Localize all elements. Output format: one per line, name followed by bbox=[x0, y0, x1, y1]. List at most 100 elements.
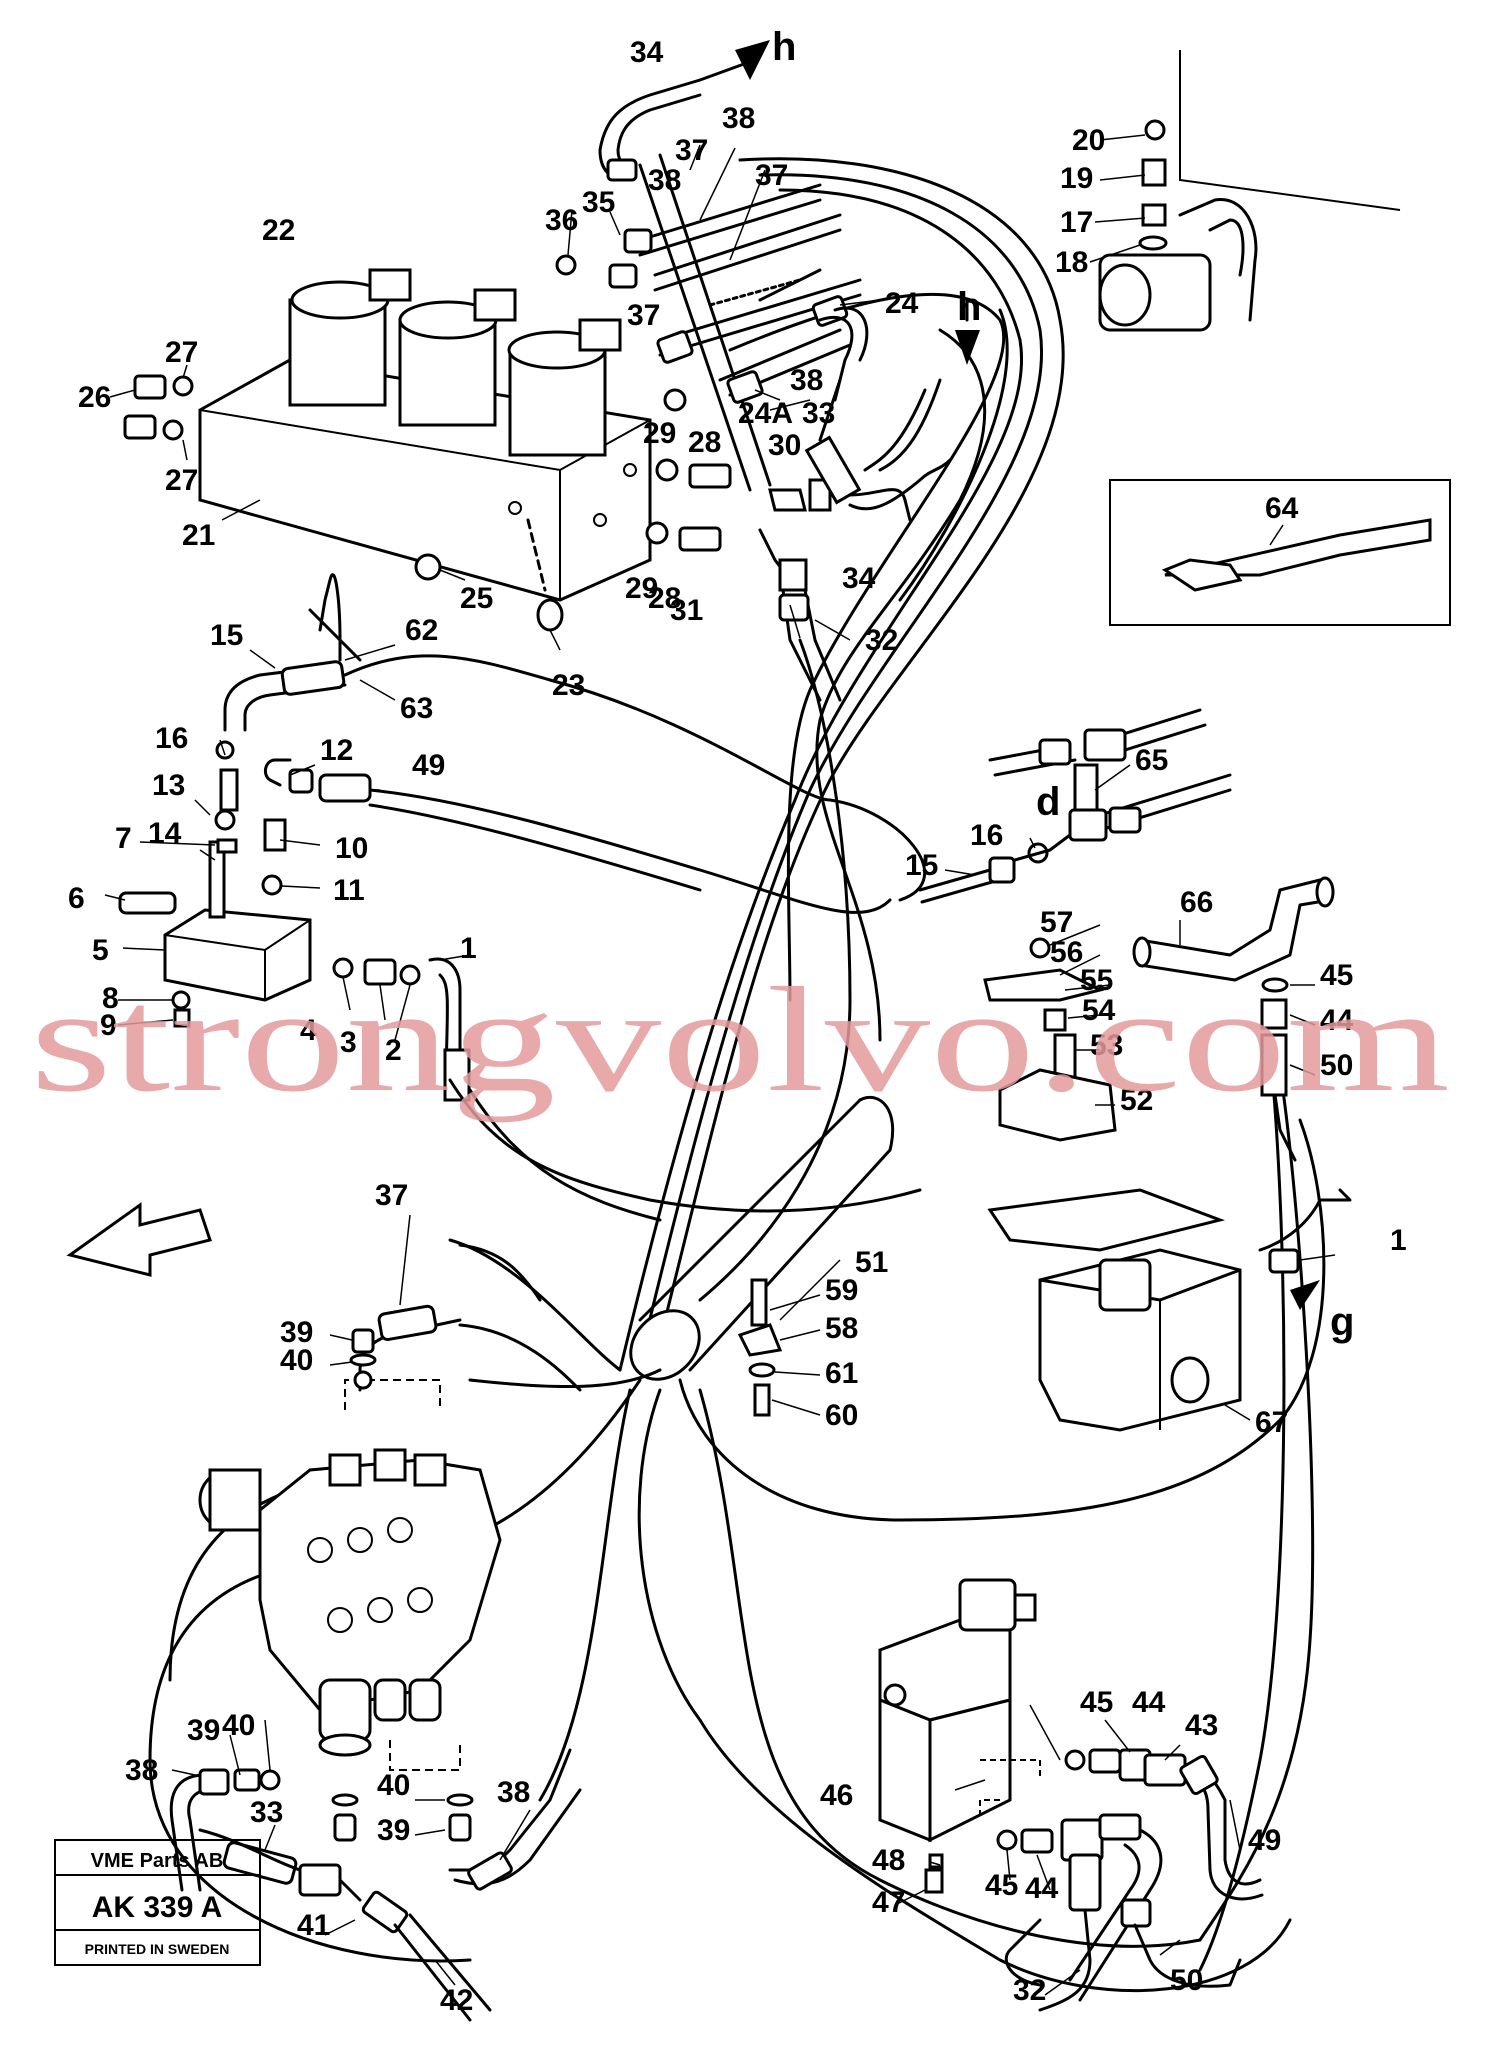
part-callout: 8 bbox=[102, 982, 119, 1015]
part-callout: 28 bbox=[688, 426, 721, 459]
part-callout: 46 bbox=[820, 1779, 853, 1812]
part-callout: 16 bbox=[970, 819, 1003, 852]
part-callout: 29 bbox=[625, 572, 658, 605]
part-callout: 37 bbox=[755, 159, 788, 192]
part-callout: 21 bbox=[182, 519, 215, 552]
part-callout: 34 bbox=[842, 562, 876, 595]
part-callout: 24 bbox=[885, 287, 919, 320]
part-callout: 12 bbox=[320, 734, 353, 767]
solenoid-valve-46 bbox=[878, 1578, 1041, 1894]
part-callout: 30 bbox=[768, 429, 801, 462]
inset-box-64 bbox=[1109, 479, 1451, 626]
part-callout: 49 bbox=[1248, 1824, 1281, 1857]
part-callout: 35 bbox=[582, 186, 615, 219]
part-callout: 27 bbox=[165, 336, 198, 369]
part-callout: 13 bbox=[152, 769, 185, 802]
view-markers: h h d g bbox=[772, 25, 1354, 1344]
part-callout: 53 bbox=[1090, 1029, 1123, 1062]
hoses-12-15-49 bbox=[223, 573, 926, 914]
part-callout: 15 bbox=[905, 849, 938, 882]
part-callout: 1 bbox=[1390, 1224, 1407, 1257]
part-callout: 55 bbox=[1080, 964, 1113, 997]
part-callout: 37 bbox=[375, 1179, 408, 1212]
part-callout: 44 bbox=[1132, 1686, 1166, 1719]
part-callout: 65 bbox=[1135, 744, 1168, 777]
part-callout: 51 bbox=[855, 1246, 888, 1279]
part-callout: 4 bbox=[300, 1014, 317, 1047]
part-callout: 50 bbox=[1320, 1049, 1353, 1082]
control-valve bbox=[198, 1379, 502, 1771]
part-callout: 18 bbox=[1055, 246, 1088, 279]
part-callout: 56 bbox=[1050, 936, 1083, 969]
part-callout: 39 bbox=[280, 1316, 313, 1349]
stamp-company: VME Parts AB bbox=[91, 1850, 224, 1872]
block-5 bbox=[118, 740, 922, 1222]
part-callout: 1 bbox=[460, 932, 477, 965]
part-callout: 43 bbox=[1185, 1709, 1218, 1742]
part-callout: 19 bbox=[1060, 162, 1093, 195]
part-callout: 66 bbox=[1180, 886, 1213, 919]
view-marker-d: d bbox=[1036, 780, 1060, 824]
part-callout: 38 bbox=[497, 1776, 530, 1809]
part-callout: 54 bbox=[1082, 994, 1116, 1027]
part-callout: 15 bbox=[210, 619, 243, 652]
hose-bundle bbox=[618, 157, 1065, 1372]
part-callout: 17 bbox=[1060, 206, 1093, 239]
stamp-printed: PRINTED IN SWEDEN bbox=[85, 1941, 230, 1957]
part-callout: 64 bbox=[1265, 492, 1299, 525]
part-callout: 29 bbox=[643, 417, 676, 450]
pipe-51 bbox=[629, 1096, 895, 1381]
view-marker-h: h bbox=[957, 285, 981, 329]
part-callout: 41 bbox=[297, 1909, 330, 1942]
part-callout: 3 bbox=[340, 1026, 357, 1059]
part-callout: 47 bbox=[872, 1886, 905, 1919]
part-callout: 39 bbox=[377, 1814, 410, 1847]
part-callout: 5 bbox=[92, 934, 109, 967]
view-arrows bbox=[66, 40, 1320, 1310]
solenoid-valves-22 bbox=[288, 268, 622, 457]
part-callout: 49 bbox=[412, 749, 445, 782]
part-callout: 7 bbox=[115, 822, 132, 855]
part-callout: 45 bbox=[1080, 1686, 1113, 1719]
tube-66 bbox=[1132, 876, 1335, 1162]
hoses-34-37-38 bbox=[555, 78, 869, 492]
part-callout: 44 bbox=[1320, 1004, 1354, 1037]
part-callout: 38 bbox=[648, 164, 681, 197]
part-callout: 6 bbox=[68, 882, 85, 915]
part-callout: 52 bbox=[1120, 1084, 1153, 1117]
part-callout: 25 bbox=[460, 582, 493, 615]
part-callout: 60 bbox=[825, 1399, 858, 1432]
part-callout: 37 bbox=[627, 299, 660, 332]
part-callout: 10 bbox=[335, 832, 368, 865]
part-callout: 34 bbox=[630, 36, 664, 69]
part-callout: 58 bbox=[825, 1312, 858, 1345]
fittings-43-50 bbox=[996, 1748, 1264, 2012]
part-callout: 42 bbox=[440, 1984, 473, 2017]
part-callout: 59 bbox=[825, 1274, 858, 1307]
part-callout: 16 bbox=[155, 722, 188, 755]
fittings-28-34 bbox=[645, 378, 952, 702]
part-callout: 45 bbox=[985, 1869, 1018, 1902]
stamp-code: AK 339 A bbox=[92, 1891, 223, 1924]
view-marker-g: g bbox=[1330, 1300, 1354, 1344]
part-callout: 20 bbox=[1072, 124, 1105, 157]
lower-hoses bbox=[148, 1048, 1326, 1993]
part-callout: 26 bbox=[78, 381, 111, 414]
part-callout: 23 bbox=[552, 669, 585, 702]
part-callout: 38 bbox=[722, 102, 755, 135]
watermark: strongvolvo.com bbox=[30, 957, 1450, 1123]
part-callout: 57 bbox=[1040, 906, 1073, 939]
pedal-valve-67 bbox=[987, 1188, 1352, 1432]
fittings-26-27 bbox=[123, 374, 194, 441]
part-callout: 40 bbox=[280, 1344, 313, 1377]
part-callout: 61 bbox=[825, 1357, 858, 1390]
part-callout: 44 bbox=[1025, 1872, 1059, 1905]
part-callout: 36 bbox=[545, 204, 578, 237]
view-marker-h: h bbox=[772, 25, 796, 69]
part-callout: 24A bbox=[738, 397, 793, 430]
part-callout: 32 bbox=[1013, 1974, 1046, 2007]
part-callout: 32 bbox=[865, 624, 898, 657]
fittings-17-20 bbox=[1098, 50, 1401, 332]
